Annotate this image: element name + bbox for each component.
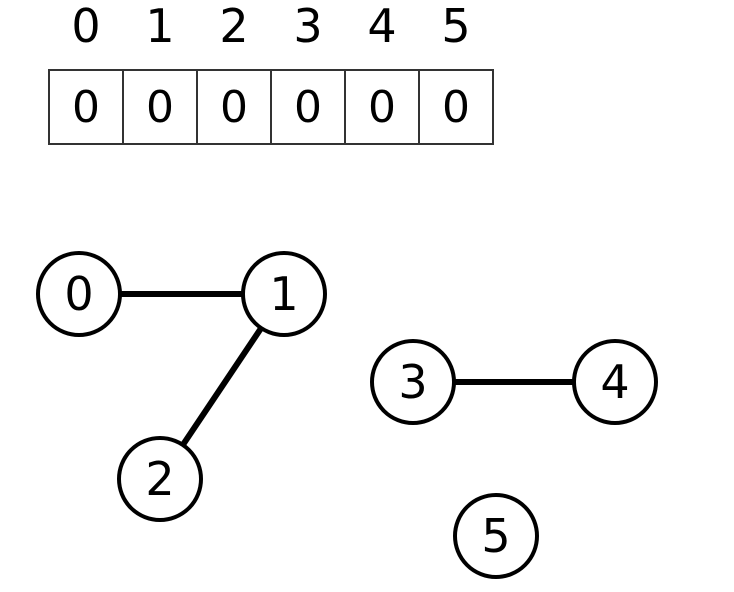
array-cell: 0 <box>442 81 470 133</box>
array-cell: 0 <box>198 71 272 143</box>
array-cell: 0 <box>346 71 420 143</box>
node-label: 2 <box>145 452 174 506</box>
array-index-label: 1 <box>145 0 175 53</box>
node-circle <box>572 339 658 425</box>
graph-node-1: 1 <box>241 251 327 337</box>
array-index-label: 5 <box>441 0 471 53</box>
node-label: 1 <box>269 267 298 321</box>
node-label: 4 <box>600 355 629 409</box>
node-circle <box>36 251 122 337</box>
node-circle <box>117 436 203 522</box>
graph-node-0: 0 <box>36 251 122 337</box>
node-label: 5 <box>481 509 510 563</box>
graph-node-3: 3 <box>370 339 456 425</box>
array-index-label: 2 <box>219 0 249 53</box>
array-index-label: 3 <box>293 0 323 53</box>
node-circle <box>370 339 456 425</box>
graph-node-2: 2 <box>117 436 203 522</box>
array-index-label: 0 <box>71 0 101 53</box>
graph-node-4: 4 <box>572 339 658 425</box>
node-circle <box>453 493 539 579</box>
node-label: 3 <box>398 355 427 409</box>
node-circle <box>241 251 327 337</box>
array-cell: 0 <box>50 71 124 143</box>
graph-node-5: 5 <box>453 493 539 579</box>
array-index-label: 4 <box>367 0 397 53</box>
array-cell: 0 <box>124 71 198 143</box>
array-cell: 0 <box>272 71 346 143</box>
node-label: 0 <box>64 267 93 321</box>
